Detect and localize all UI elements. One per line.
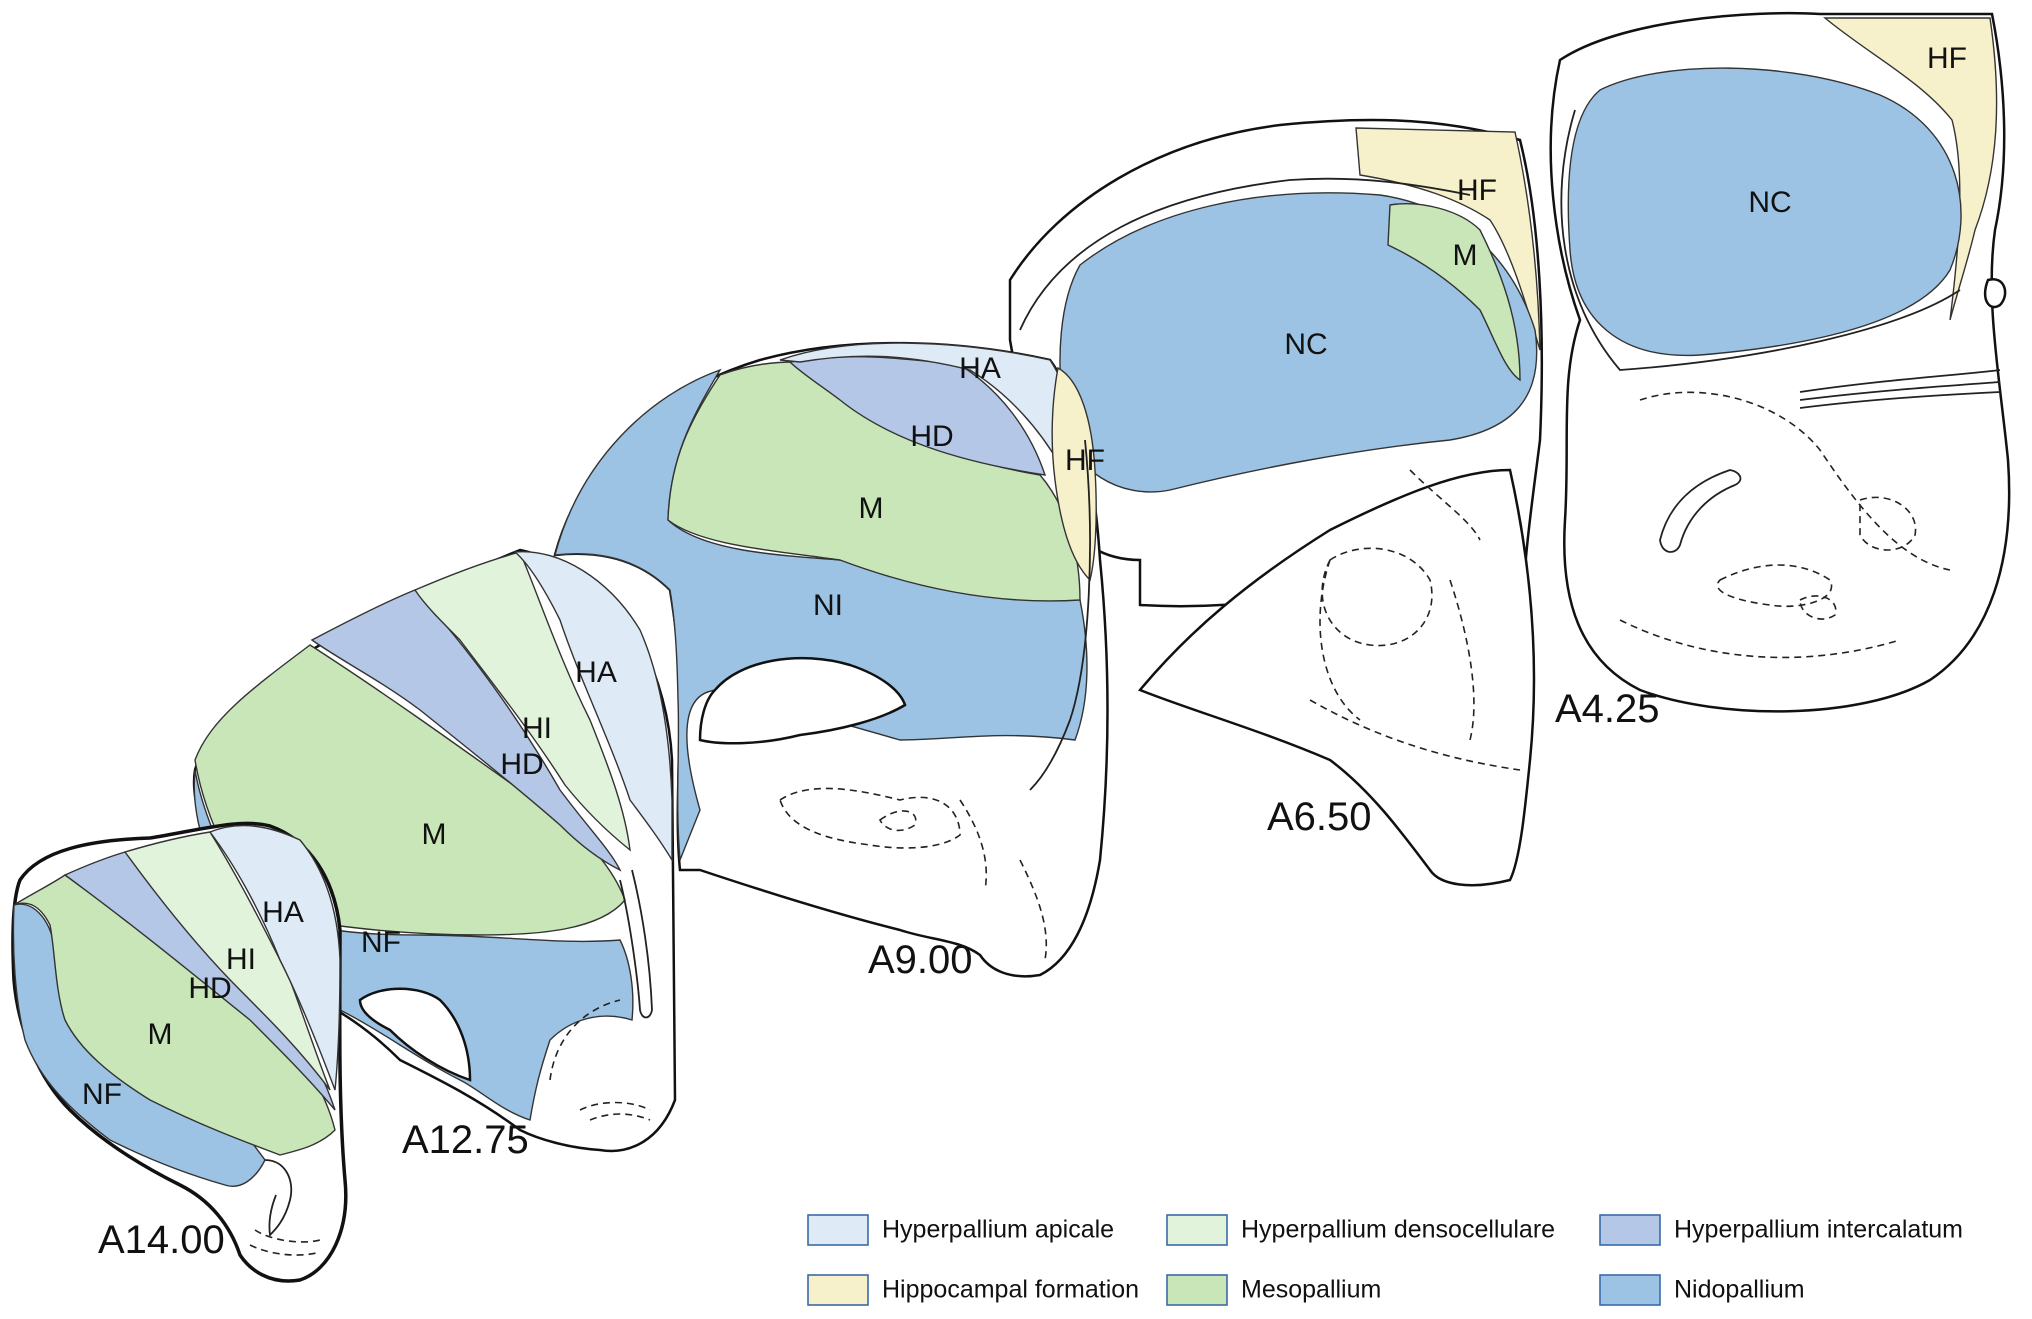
label-nf-a1275: NF [361,926,401,959]
section-a425 [1549,11,2011,713]
a14-ha [208,824,341,1091]
a425-small-node [1983,277,2007,309]
a900-hollow [698,656,907,745]
label-m-a650: M [1453,239,1478,272]
label-m-a900: M [859,492,884,525]
a1275-hollow [358,987,472,1082]
section-a14 [11,821,348,1283]
legend-swatch-2 [1599,1214,1661,1246]
section-label-a1275: A12.75 [402,1118,529,1162]
legend-swatch-5 [1599,1274,1661,1306]
legend-label-5: Nidopallium [1674,1276,1805,1304]
legend: Hyperpallium apicale Hyperpallium densoce… [807,1214,1963,1306]
a650-inner-line [1019,177,1471,331]
a1275-midline [619,869,653,1019]
a425-nc [1567,67,1962,357]
legend-swatch-4 [1166,1274,1228,1306]
label-hf-a425: HF [1927,42,1967,75]
section-a900 [553,341,1109,978]
a900-dashes [779,787,1048,961]
section-label-a650: A6.50 [1267,795,1372,839]
legend-swatch-0 [807,1214,869,1246]
a425-ventricle [1659,469,1742,553]
a1275-dashes [549,999,651,1121]
a900-hd [788,356,1047,476]
legend-label-0: Hyperpallium apicale [882,1216,1114,1244]
legend-label-4: Mesopallium [1241,1276,1381,1304]
legend-swatch-1 [1166,1214,1228,1246]
a900-midline [1029,439,1091,791]
label-nf-a14: NF [82,1078,122,1111]
legend-swatch-3 [807,1274,869,1306]
label-hi-a1275: HI [522,712,552,745]
a650-m [1387,203,1521,382]
label-ha-a900: HA [959,352,1001,385]
a650-lower-outline [1137,468,1536,887]
label-ha-a14: HA [262,896,304,929]
section-label-a900: A9.00 [868,938,973,982]
label-hf-a900: HF [1065,444,1105,477]
legend-label-1: Hyperpallium densocellulare [1241,1216,1555,1244]
a425-tract [1799,369,2001,409]
label-hi-a14: HI [226,943,256,976]
a14-hook [264,1159,293,1237]
label-m-a14: M [148,1018,173,1051]
a650-dashes [1309,469,1521,771]
a425-inner-line [1560,109,1961,371]
a14-dashes [249,1229,321,1256]
a425-hf [1823,17,1998,321]
label-nc-a650: NC [1284,328,1327,361]
section-label-a425: A4.25 [1555,687,1660,731]
label-m-a1275: M [422,818,447,851]
section-labels: A14.00 A12.75 A9.00 A6.50 A4.25 [98,687,1660,1262]
region-labels: HF NC HF M NC HA HD HF M NI HA HI HD M N… [82,42,1967,1111]
label-hf-a650: HF [1457,174,1497,207]
label-hd-a14: HD [188,972,231,1005]
label-hd-a1275: HD [500,748,543,781]
a425-dashes [1619,391,1951,659]
section-label-a14: A14.00 [98,1218,225,1262]
label-nc-a425: NC [1748,186,1791,219]
section-a650 [1008,118,1544,887]
label-ha-a1275: HA [575,656,617,689]
a1275-ha [513,551,673,863]
legend-label-2: Hyperpallium intercalatum [1674,1216,1963,1244]
label-ni-a900: NI [813,589,843,622]
legend-label-3: Hippocampal formation [882,1276,1139,1304]
label-hd-a900: HD [910,420,953,453]
